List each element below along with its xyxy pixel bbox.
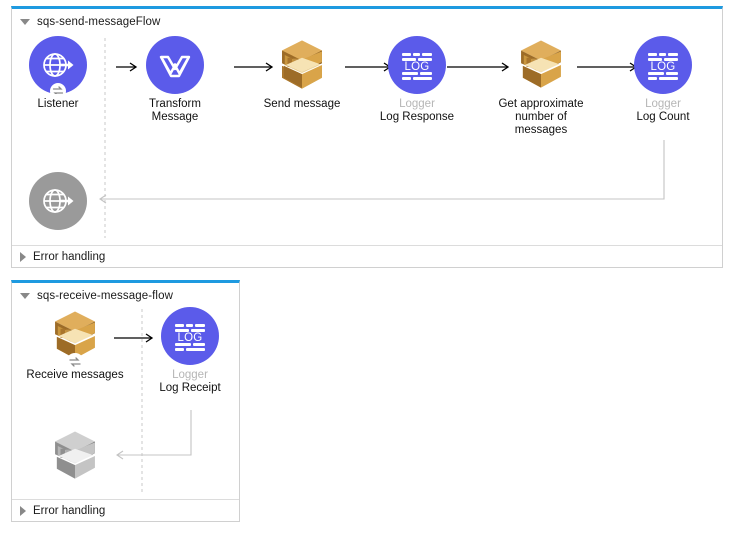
svg-text:LOG: LOG: [178, 332, 203, 344]
flow-title: sqs-send-messageFlow: [37, 16, 161, 28]
svg-text:LOG: LOG: [651, 61, 676, 73]
aws-sqs-icon[interactable]: [46, 307, 104, 371]
logger-icon[interactable]: LOG: [634, 36, 692, 94]
aws-sqs-icon[interactable]: [512, 36, 570, 94]
error-handling-bar[interactable]: Error handling: [12, 499, 239, 521]
node-title: Listener: [37, 98, 79, 110]
node-send-message[interactable]: Send message: [244, 36, 360, 111]
node-labels: Listener: [0, 98, 116, 111]
flow-header[interactable]: sqs-receive-message-flow: [20, 288, 173, 304]
svg-text:LOG: LOG: [405, 61, 430, 73]
node-log-response[interactable]: LOG Logger Log Response: [359, 36, 475, 124]
node-labels: Receive messages: [17, 369, 133, 382]
node-title: Send message: [263, 98, 341, 110]
node-labels: Logger Log Receipt: [132, 369, 248, 395]
caret-down-icon[interactable]: [20, 293, 30, 299]
node-title: Log Count: [636, 111, 690, 123]
error-handling-bar[interactable]: Error handling: [12, 245, 722, 267]
flow-header[interactable]: sqs-send-messageFlow: [20, 14, 160, 30]
logger-icon[interactable]: LOG: [161, 307, 219, 365]
node-log-receipt[interactable]: LOG Logger Log Receipt: [132, 307, 248, 395]
node-error-sqs-disabled[interactable]: [17, 427, 133, 485]
node-log-count[interactable]: LOG Logger Log Count: [605, 36, 721, 124]
node-title: Log Response: [379, 111, 455, 123]
flow-panel-sqs-send-messageFlow[interactable]: sqs-send-messageFlow Error handling: [11, 6, 723, 268]
http-listener-icon[interactable]: [29, 36, 87, 94]
caret-down-icon[interactable]: [20, 19, 30, 25]
node-subtitle: Logger: [172, 369, 208, 381]
node-error-listener-disabled[interactable]: [0, 172, 116, 230]
node-labels: Logger Log Response: [359, 98, 475, 124]
http-listener-icon[interactable]: [29, 172, 87, 230]
transform-message-icon[interactable]: [146, 36, 204, 94]
node-receive-messages[interactable]: Receive messages: [17, 307, 133, 382]
logger-icon[interactable]: LOG: [388, 36, 446, 94]
caret-right-icon[interactable]: [20, 251, 26, 262]
node-subtitle: Logger: [645, 98, 681, 110]
node-title: Receive messages: [26, 369, 124, 381]
node-labels: Logger Log Count: [605, 98, 721, 124]
node-subtitle: Logger: [399, 98, 435, 110]
node-title: Transform Message: [149, 98, 201, 123]
node-title: Get approximate number of messages: [498, 98, 584, 136]
node-labels: Get approximate number of messages: [483, 98, 599, 137]
node-get-approximate-number-of-messages[interactable]: Get approximate number of messages: [483, 36, 599, 137]
node-labels: Send message: [244, 98, 360, 111]
node-title: Log Receipt: [159, 382, 221, 394]
caret-right-icon[interactable]: [20, 505, 26, 516]
source-badge-icon: [66, 353, 84, 371]
aws-sqs-icon[interactable]: [273, 36, 331, 94]
flow-title: sqs-receive-message-flow: [37, 290, 173, 302]
node-labels: Transform Message: [117, 98, 233, 124]
error-handling-label: Error handling: [33, 504, 106, 517]
aws-sqs-icon[interactable]: [46, 427, 104, 485]
error-handling-label: Error handling: [33, 250, 106, 263]
node-listener[interactable]: Listener: [0, 36, 116, 111]
node-transform-message[interactable]: Transform Message: [117, 36, 233, 124]
